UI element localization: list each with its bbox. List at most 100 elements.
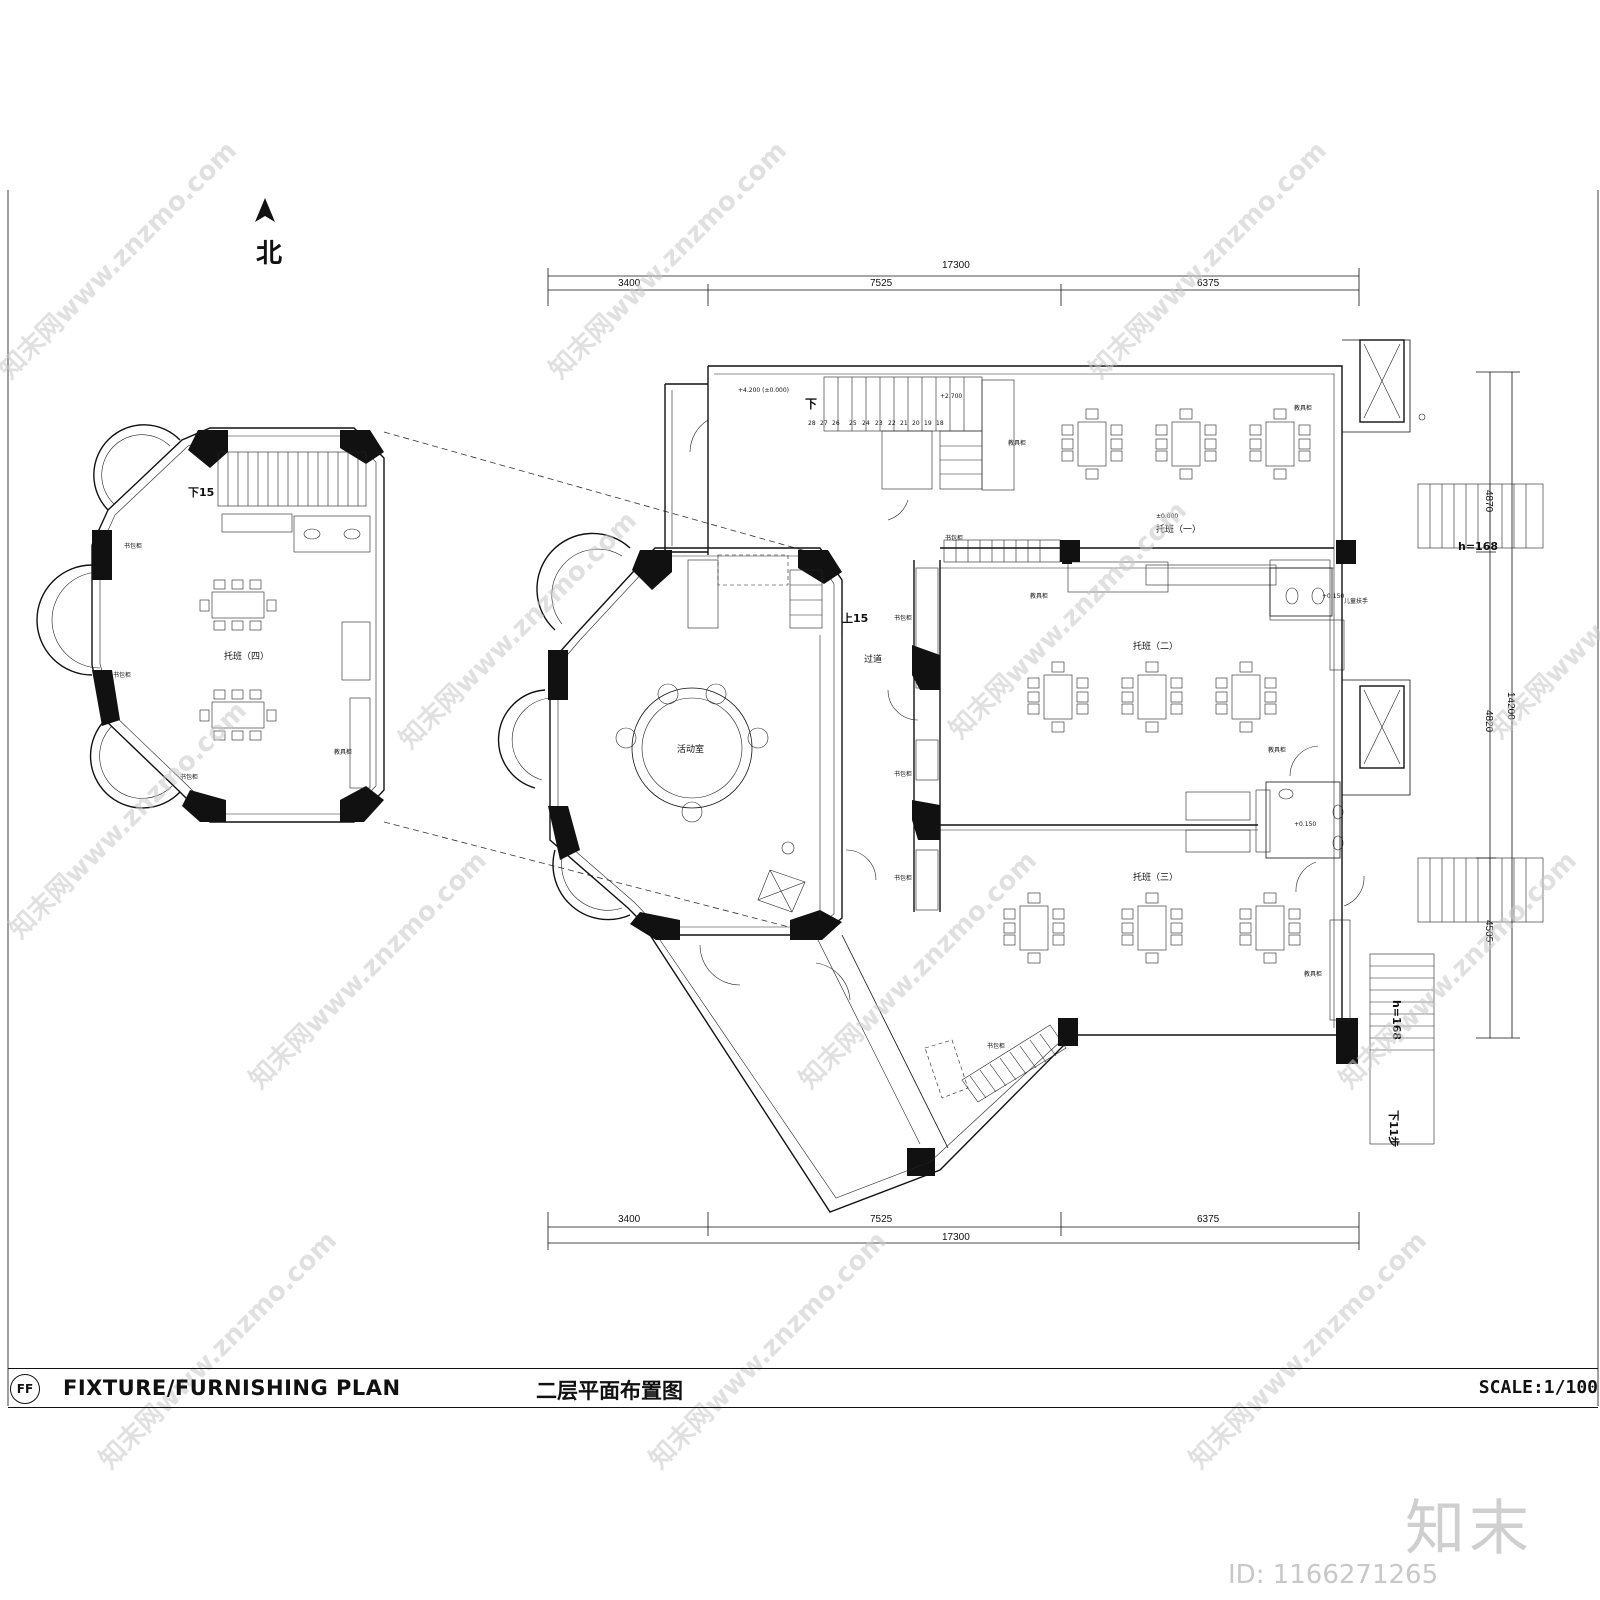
title-block: FF FIXTURE/FURNISHING PLAN 二层平面布置图 SCALE… <box>8 1368 1598 1408</box>
svg-text:22: 22 <box>888 420 896 427</box>
brand-logo: 知末 <box>1405 1494 1533 1564</box>
inset-nursery-4: 下15 托班（四） 教具柜 书包柜 书包柜 书包柜 <box>36 424 385 823</box>
chair <box>1204 450 1217 462</box>
chair <box>1027 677 1040 689</box>
dim-top-total: 17300 <box>942 260 970 271</box>
dim-top-seg-1: 3400 <box>618 278 641 289</box>
chair <box>1027 691 1040 703</box>
chair <box>1170 677 1183 689</box>
chair <box>1110 424 1123 436</box>
watermark-text-2: 知末网www.znzmo.com <box>544 136 793 385</box>
chair <box>1003 908 1016 920</box>
table-top <box>1231 674 1261 720</box>
watermark-text-3: 知末网www.znzmo.com <box>1084 136 1333 385</box>
label-level-0150b: +0.150 <box>1294 821 1316 828</box>
chair <box>1264 691 1277 703</box>
svg-text:23: 23 <box>875 420 883 427</box>
label-toy-cabinet-2: 教具柜 <box>1030 592 1048 600</box>
label-level-0000: ±0.000 <box>1156 513 1178 520</box>
watermark-text-8: 知末网www.znzmo.com <box>244 846 493 1095</box>
chair <box>1121 703 1134 715</box>
dining-table-8 <box>1121 892 1183 964</box>
label-child-handrail: 儿童扶手 <box>1344 597 1368 605</box>
chair <box>1085 468 1099 480</box>
watermark-text-7: 知末网www.znzmo.com <box>1484 496 1600 745</box>
label-toy-cabinet-4: 教具柜 <box>1268 746 1286 754</box>
main-plan: 活动室 过道 书包柜 书包柜 书包柜 下 28 <box>497 339 1544 1213</box>
watermarks: 知末网www.znzmo.com 知末网www.znzmo.com 知末网www… <box>0 136 1600 1475</box>
table-top <box>1137 905 1167 951</box>
exterior-steps-bottom <box>1369 857 1544 1145</box>
table-top <box>1019 905 1049 951</box>
dim-top-seg-2: 7525 <box>870 278 893 289</box>
chair <box>1027 703 1040 715</box>
watermark-text-11: 知末网www.znzmo.com <box>94 1226 343 1475</box>
dining-table-4 <box>1027 661 1089 733</box>
label-corridor: 过道 <box>864 653 882 665</box>
svg-text:28: 28 <box>808 420 816 427</box>
dim-bottom-total: 17300 <box>942 1232 970 1243</box>
chair <box>1121 677 1134 689</box>
label-level-0150a: +0.150 <box>1322 593 1344 600</box>
chair <box>1027 892 1041 904</box>
inset-label-bag-cabinet-3: 书包柜 <box>180 773 198 781</box>
inset-label-bag-cabinet-2: 书包柜 <box>113 671 131 679</box>
chair <box>1239 934 1252 946</box>
drawing-badge: FF <box>10 1374 40 1404</box>
chair <box>1249 438 1262 450</box>
table-top <box>1171 421 1201 467</box>
chair <box>1239 908 1252 920</box>
chair <box>1145 952 1159 964</box>
svg-text:24: 24 <box>862 420 870 427</box>
dining-table-3 <box>1249 408 1311 480</box>
chair <box>1076 677 1089 689</box>
chair <box>1273 468 1287 480</box>
label-nursery-3: 托班（三） <box>1133 871 1178 883</box>
chair <box>1003 922 1016 934</box>
chair <box>1052 908 1065 920</box>
chair <box>1061 450 1074 462</box>
chair <box>1249 424 1262 436</box>
chair <box>1179 468 1193 480</box>
image-id: ID: 1166271265 <box>1228 1560 1439 1590</box>
watermark-text-9: 知末网www.znzmo.com <box>794 846 1043 1095</box>
chair <box>1121 922 1134 934</box>
dim-right-seg-3: 4505 <box>1483 920 1494 943</box>
south-stair <box>924 1024 1067 1103</box>
chair <box>1298 424 1311 436</box>
label-up-15: 上15 <box>842 611 868 625</box>
dim-top-seg-3: 6375 <box>1197 278 1220 289</box>
north-arrow: 北 <box>255 198 282 269</box>
dining-table-1 <box>1061 408 1123 480</box>
chair <box>1085 408 1099 420</box>
bottom-dimensions: 3400 7525 6375 17300 <box>547 1212 1360 1250</box>
watermark-text-6: 知末网www.znzmo.com <box>944 496 1193 745</box>
dim-bottom-seg-2: 7525 <box>870 1214 893 1225</box>
dim-right-seg-1: 4870 <box>1483 490 1494 513</box>
chair <box>1215 677 1228 689</box>
label-nursery-4: 托班（四） <box>224 650 269 662</box>
zoom-line-bottom <box>383 821 821 936</box>
watermark-text-13: 知末网www.znzmo.com <box>1184 1226 1433 1475</box>
svg-text:18: 18 <box>936 420 944 427</box>
chair <box>1179 408 1193 420</box>
chair <box>1061 424 1074 436</box>
dim-right-seg-2: 4820 <box>1483 710 1494 733</box>
chair <box>1170 691 1183 703</box>
chair <box>1052 922 1065 934</box>
chair <box>1003 934 1016 946</box>
chair <box>1155 450 1168 462</box>
label-level-2700: +2.700 <box>940 393 962 400</box>
title-english: FIXTURE/FURNISHING PLAN <box>63 1376 401 1400</box>
chair <box>1052 934 1065 946</box>
inset-label-bag-cabinet-1: 书包柜 <box>124 542 142 550</box>
chair <box>1239 661 1253 673</box>
dining-table-2 <box>1155 408 1217 480</box>
label-down-11: 下11步 <box>1387 1110 1401 1147</box>
right-dimensions: 4870 4820 4505 14200 <box>1476 371 1520 1039</box>
svg-text:25: 25 <box>849 420 857 427</box>
chair <box>1298 438 1311 450</box>
label-toy-cabinet-5: 教具柜 <box>1304 970 1322 978</box>
chair <box>1155 438 1168 450</box>
